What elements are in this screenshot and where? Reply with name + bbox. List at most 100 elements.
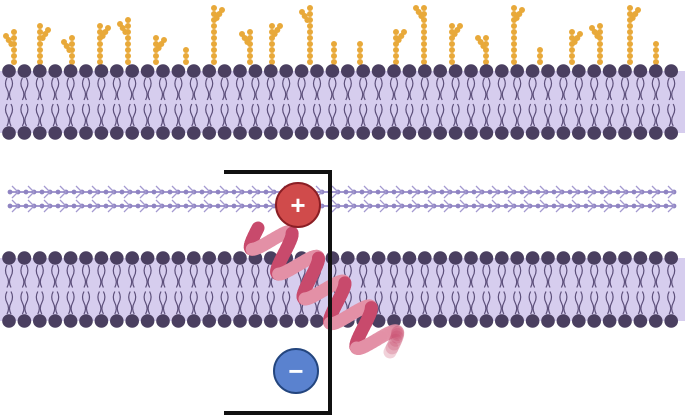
lipid-head [387,314,401,328]
lipid-head [140,251,155,265]
lipid-tail [451,77,456,101]
lipid-tail [193,264,198,288]
lipid-tail [605,291,610,315]
glycan-bead [483,59,489,65]
lipid-tail [51,291,56,315]
lipid-head [495,126,509,140]
glycan-bead [627,53,633,59]
lipid-head [618,64,632,78]
glycan-bead [653,53,659,59]
lipid-tail [393,77,399,101]
lipid-tail [497,103,502,127]
lipid-tail [101,77,106,101]
lipid-tail [574,77,579,101]
lipid-tail [466,291,472,315]
lipid-head [510,314,524,328]
glycan-bead [589,25,595,31]
lipid-tail [35,103,40,127]
lipid-tail [85,264,91,288]
lipid-head [202,126,216,140]
filament-bead [359,189,365,195]
lipid-head [649,64,663,78]
lipid-head [217,126,232,140]
lipid-head [495,64,509,78]
lipid-tail [605,103,610,127]
filament-bead [423,189,429,195]
lipid-head [618,126,632,140]
lipid-tail [132,291,137,315]
glycan-bead [269,47,275,53]
lipid-tail [193,103,198,127]
filament-link [571,185,579,213]
glycan-bead [211,23,217,29]
lipid-head [187,314,201,328]
filament-bead [7,203,13,209]
lipid-tail [224,291,229,315]
filament-link [75,185,83,213]
filament-bead [135,189,141,195]
lipid-tail [409,77,414,101]
lipid-head [264,126,278,140]
lipid-tail [594,77,599,101]
lipid-tail [440,77,445,101]
lipid-tail [363,103,368,127]
lipid-tail [147,77,152,101]
lipid-tail [112,291,117,315]
lipid-head [79,251,93,265]
glycan-bead [627,23,633,29]
lipid-tail [624,77,630,101]
lipid-tail [543,77,549,101]
glycan-bead [211,47,217,53]
lipid-tail [301,103,306,127]
glycan-bead [519,7,525,13]
glycan-bead [125,47,131,53]
lipid-tail [547,103,553,127]
lipid-head [633,314,648,328]
lipid-head [572,314,586,328]
lipid-tail [513,77,518,101]
lipid-tail [636,77,641,101]
lipid-head [187,126,201,140]
glycan-bead [537,59,543,65]
lipid-head [464,314,478,328]
lipid-tail [497,291,502,315]
glycan-bead [597,59,603,65]
lipid-tail [39,291,44,315]
lipid-head [2,251,16,265]
filament-bead [7,189,13,195]
filament-link [219,185,227,213]
lipid-tail [651,77,656,101]
filament-bead [215,189,221,195]
glycan-bead [307,35,313,41]
lipid-tail [209,264,214,288]
lipid-head [618,251,632,265]
glycan-bead [511,41,517,47]
lipid-tail [374,103,379,127]
glycan-bead [125,17,131,23]
lipid-tail [66,77,71,101]
filament-link [267,185,275,213]
lipid-tail [470,264,476,288]
lipid-head [664,251,678,265]
lipid-head [125,64,139,78]
lipid-tail [543,291,549,315]
lipid-head [572,126,586,140]
lipid-tail [667,291,672,315]
filament-bead [55,189,61,195]
lipid-tail [466,77,472,101]
glycan-bead [307,47,313,53]
lipid-tail [224,77,229,101]
lipid-tail [39,264,44,288]
filament-bead [183,203,189,209]
glycan-bead [211,41,217,47]
filament-bead [551,203,557,209]
lipid-tail [132,77,137,101]
lipid-head [156,126,170,140]
lipid-tail [455,103,460,127]
glycan-bead [449,23,455,29]
lipid-head [125,314,139,328]
helix-segment [383,341,399,359]
lipid-tail [363,77,368,101]
glycan-bead [569,53,575,59]
lipid-tail [624,103,630,127]
